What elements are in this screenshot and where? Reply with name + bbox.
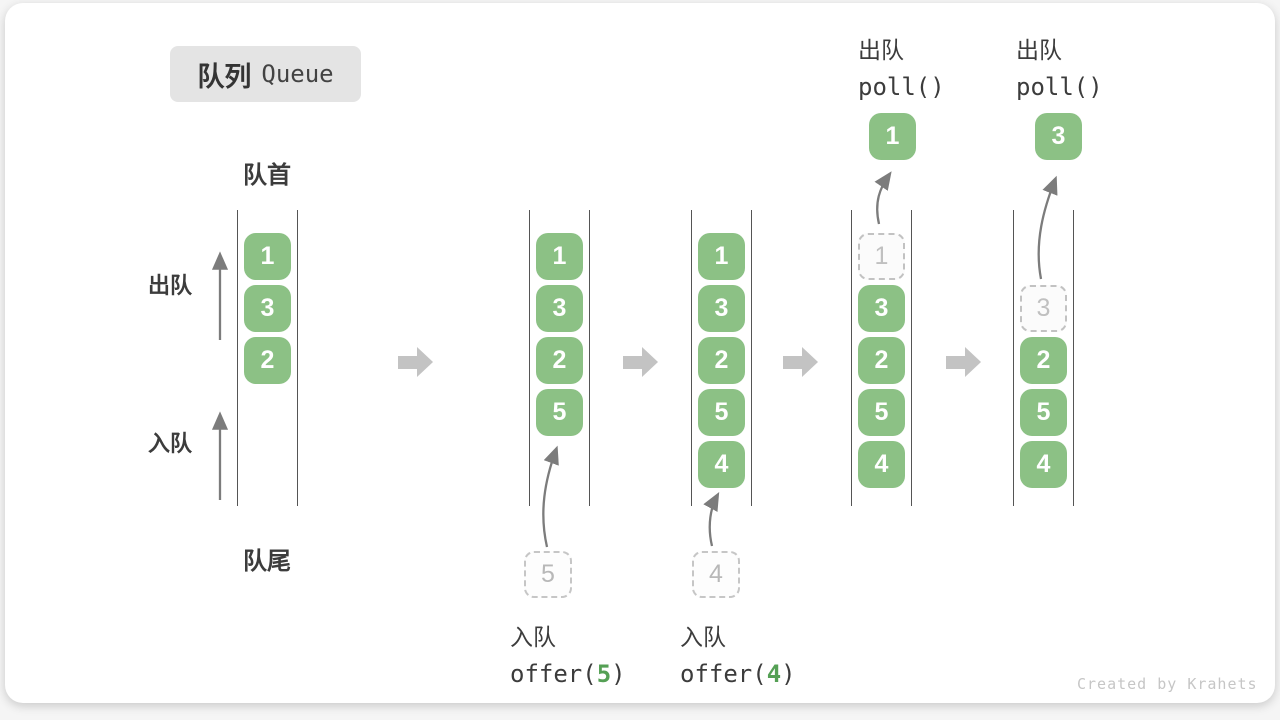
queue-item: 3 <box>858 285 905 332</box>
caption-label: 入队 <box>680 624 726 650</box>
queue-item: 4 <box>698 441 745 488</box>
caption-code: offer(4) <box>680 660 796 688</box>
queue-item: 5 <box>1020 389 1067 436</box>
queue-item: 4 <box>858 441 905 488</box>
queue-item: 1 <box>536 233 583 280</box>
queue-item: 1 <box>244 233 291 280</box>
queue-state-2: 1 3 2 5 <box>529 210 590 506</box>
queue-item: 2 <box>858 337 905 384</box>
label-enqueue-side: 入队 <box>148 431 193 456</box>
queue-item-removed: 3 <box>1020 285 1067 332</box>
queue-item: 5 <box>698 389 745 436</box>
label-dequeue-side: 出队 <box>148 273 193 298</box>
caption-label: 入队 <box>510 624 556 650</box>
queue-item-removed: 1 <box>858 233 905 280</box>
step-arrow-icon <box>783 347 819 377</box>
queue-state-3: 1 3 2 5 4 <box>691 210 752 506</box>
queue-state-5: 3 2 5 4 <box>1013 210 1074 506</box>
step-arrow-icon <box>398 347 434 377</box>
queue-state-4: 1 3 2 5 4 <box>851 210 912 506</box>
queue-item: 1 <box>698 233 745 280</box>
label-queue-front: 队首 <box>243 162 291 189</box>
step-arrow-icon <box>946 347 982 377</box>
queue-item: 3 <box>698 285 745 332</box>
queue-item: 3 <box>244 285 291 332</box>
caption-poll-3: 出队 poll() <box>1016 31 1103 101</box>
staged-enqueue-item: 5 <box>524 551 572 598</box>
queue-item: 3 <box>536 285 583 332</box>
caption-offer-5: 入队 offer(5) <box>510 618 626 688</box>
caption-code: poll() <box>858 73 945 101</box>
queue-item: 4 <box>1020 441 1067 488</box>
caption-code: offer(5) <box>510 660 626 688</box>
queue-state-1: 1 3 2 <box>237 210 298 506</box>
title-zh: 队列 <box>197 61 252 92</box>
step-arrow-icon <box>623 347 659 377</box>
caption-code: poll() <box>1016 73 1103 101</box>
dequeued-result-item: 1 <box>869 113 916 160</box>
queue-item: 2 <box>698 337 745 384</box>
dequeued-result-item: 3 <box>1035 113 1082 160</box>
queue-item: 2 <box>536 337 583 384</box>
title-en: Queue <box>261 60 334 88</box>
queue-item: 2 <box>244 337 291 384</box>
caption-poll-1: 出队 poll() <box>858 31 945 101</box>
caption-offer-4: 入队 offer(4) <box>680 618 796 688</box>
queue-item: 2 <box>1020 337 1067 384</box>
title-badge: 队列 Queue <box>170 46 361 102</box>
staged-enqueue-item: 4 <box>692 551 740 598</box>
queue-item: 5 <box>536 389 583 436</box>
queue-item: 5 <box>858 389 905 436</box>
label-queue-rear: 队尾 <box>243 548 291 575</box>
caption-label: 出队 <box>858 37 904 63</box>
watermark: Created by Krahets <box>1077 675 1258 693</box>
caption-label: 出队 <box>1016 37 1062 63</box>
